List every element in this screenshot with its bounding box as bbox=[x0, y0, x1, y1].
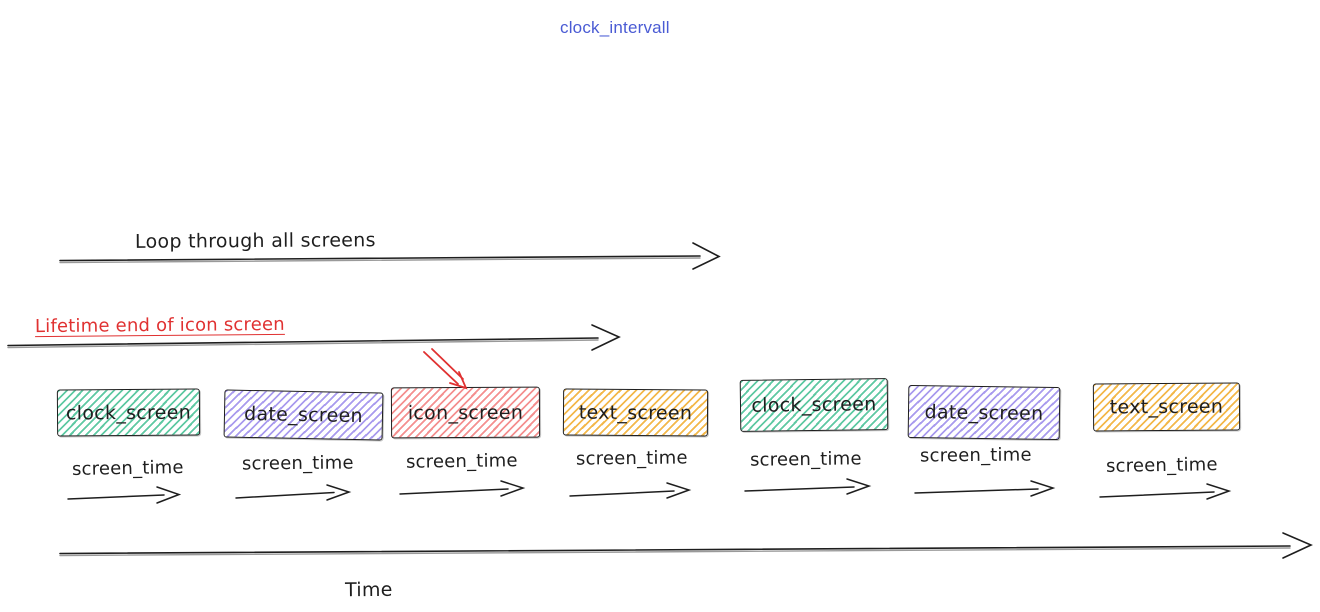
lifetime-arrow-label: Lifetime end of icon screen bbox=[34, 313, 285, 338]
screen-time-label: screen_time bbox=[749, 448, 862, 471]
screen-box-clock-1: clock_screen bbox=[56, 388, 201, 437]
screen-time-arrow bbox=[67, 486, 182, 504]
screen-box-label: date_screen bbox=[243, 402, 364, 428]
diagram-title: clock_intervall bbox=[560, 18, 670, 37]
screen-time-arrows bbox=[67, 478, 1232, 504]
screen-time-arrow bbox=[1099, 483, 1232, 500]
screen-box-label: icon_screen bbox=[407, 401, 524, 424]
screen-box-text-2: text_screen bbox=[1092, 382, 1241, 432]
screen-time-label: screen_time bbox=[919, 444, 1032, 467]
screen-time-label: screen_time bbox=[575, 447, 688, 470]
icon-screen-pointer-arrow bbox=[423, 348, 468, 390]
screen-time-arrow bbox=[744, 478, 872, 495]
screen-box-clock-2: clock_screen bbox=[739, 378, 889, 432]
screen-box-label: text_screen bbox=[578, 401, 693, 424]
screen-box-date-2: date_screen bbox=[907, 384, 1061, 441]
screen-box-icon: icon_screen bbox=[390, 386, 541, 439]
screen-box-label: date_screen bbox=[924, 400, 1044, 425]
screen-box-date-1: date_screen bbox=[223, 389, 384, 441]
screen-time-arrow bbox=[399, 480, 526, 497]
time-axis-arrow bbox=[59, 532, 1313, 559]
screen-box-label: clock_screen bbox=[751, 393, 877, 417]
screen-time-arrow bbox=[569, 482, 692, 499]
screen-time-label: screen_time bbox=[241, 452, 354, 475]
screen-time-label: screen_time bbox=[71, 457, 184, 480]
screen-time-label: screen_time bbox=[1105, 454, 1218, 477]
screen-time-arrow bbox=[914, 480, 1056, 497]
screen-box-label: text_screen bbox=[1109, 395, 1224, 419]
screen-time-label: screen_time bbox=[405, 450, 518, 473]
screen-time-arrow bbox=[235, 484, 352, 501]
time-axis-label: Time bbox=[344, 578, 393, 602]
screen-box-text-1: text_screen bbox=[562, 388, 709, 437]
loop-arrow-label: Loop through all screens bbox=[134, 229, 376, 253]
screen-box-label: clock_screen bbox=[65, 401, 192, 424]
